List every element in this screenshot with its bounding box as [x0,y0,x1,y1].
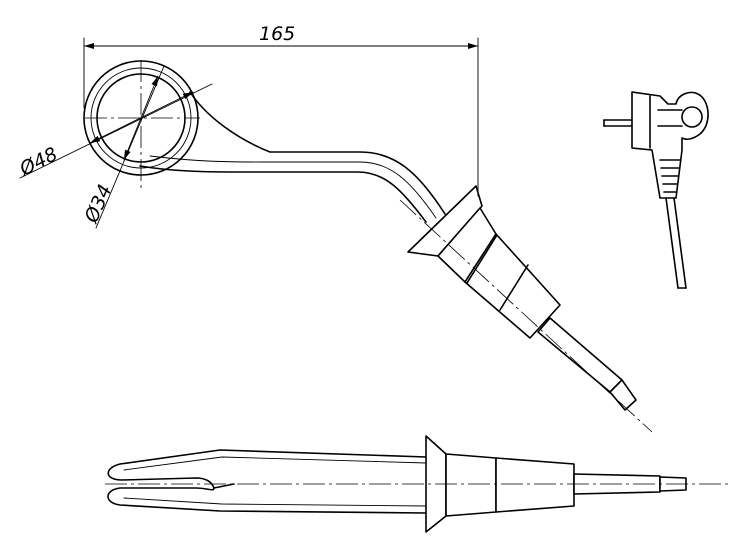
plan-loop-lower-inner [123,497,427,507]
inner-diameter-label: Ø34 [80,181,116,227]
plug-view [603,91,709,289]
tube-lower [139,165,427,223]
length-label: 165 [259,23,295,45]
plan-loop-upper [107,449,427,489]
cord [537,317,623,393]
plan-view [105,435,730,533]
cord-tip [609,379,637,411]
flange [407,185,483,257]
handle-taper [464,233,561,339]
plug-body [631,91,709,199]
tube-upper [189,91,446,215]
dimension-length: 165 [83,23,479,197]
outer-diameter-label: Ø48 [15,143,61,181]
tube-inner [149,155,437,219]
plan-handle-taper [495,457,575,513]
plan-loop-upper-inner [123,456,427,471]
plan-loop-lower [107,487,427,514]
plan-handle [445,453,497,517]
main-view [83,60,653,433]
plug-hole [681,106,703,128]
